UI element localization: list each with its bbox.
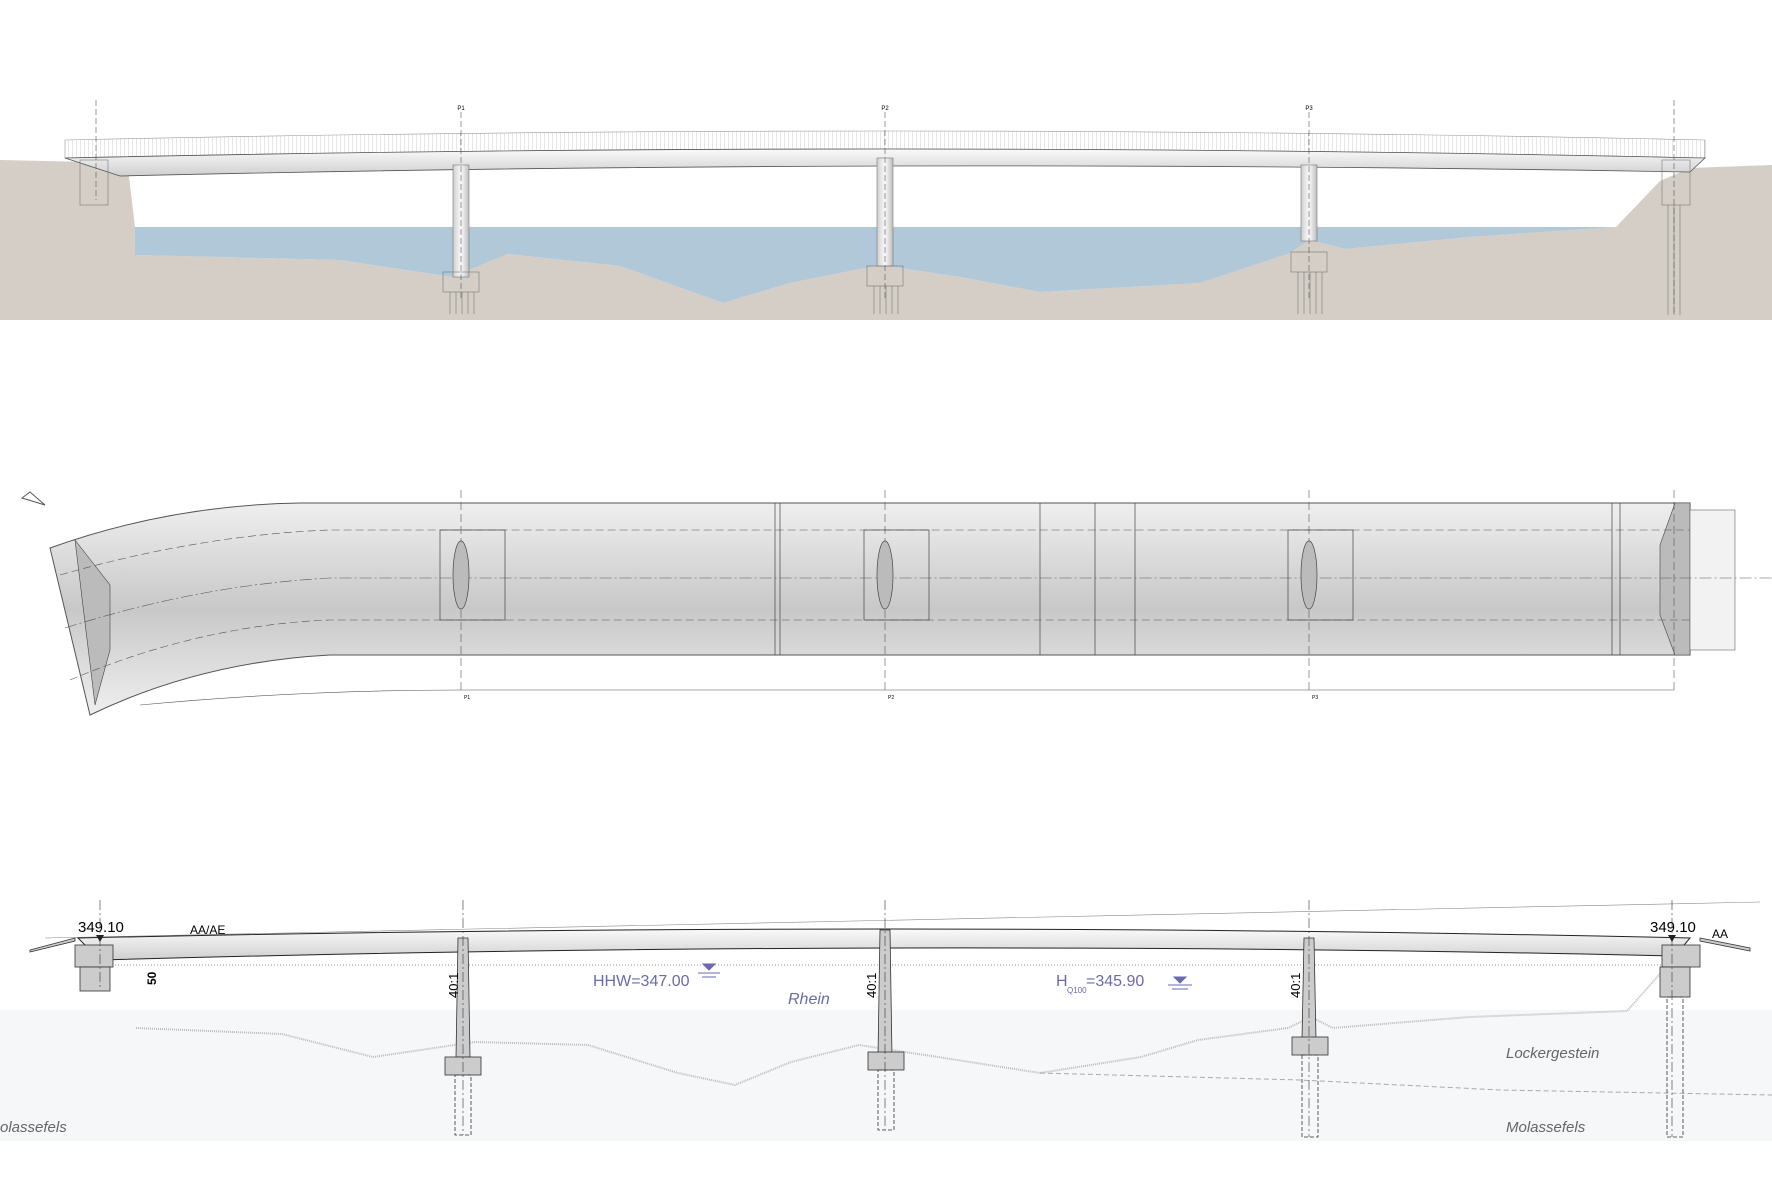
plan-pier-label-p2: P2 — [888, 695, 894, 701]
hhw-label: HHW=347.00 — [593, 973, 690, 990]
marker-right: AA — [1712, 927, 1728, 941]
soil-lower-label: Molassefels — [1506, 1119, 1586, 1136]
pier-label-p3: P3 — [1305, 106, 1313, 112]
hq100-sub: Q100 — [1067, 986, 1087, 995]
clearance-dim: 50 — [145, 971, 159, 985]
abutment-right-level: 349.10 — [1650, 919, 1696, 936]
pier-batter-p2: 40:1 — [864, 973, 879, 998]
river-water — [135, 227, 1616, 303]
elevation-view: P1 P2 P3 — [0, 100, 1772, 320]
pier-label-p1: P1 — [457, 106, 465, 112]
abutment-left-level: 349.10 — [78, 919, 124, 936]
abutment-left-plan — [74, 538, 111, 706]
river-label: Rhein — [788, 991, 830, 1008]
plan-pier-label-p1: P1 — [464, 695, 470, 701]
plan-view: P1 P2 P3 — [20, 490, 1772, 716]
abutment-right-plan — [1659, 502, 1691, 656]
pier-label-p2: P2 — [881, 106, 889, 112]
water-level-icon — [698, 963, 720, 978]
marker-left: AA/AE — [190, 923, 225, 937]
water-level-icon-2 — [1168, 976, 1192, 990]
soil-lower-label-left: olassefels — [0, 1119, 67, 1136]
longitudinal-section: 349.10 349.10 AA/AE AA 50 40:1 40:1 40:1… — [0, 900, 1772, 1141]
pier-batter-p1: 40:1 — [446, 973, 461, 998]
hq100-value: =345.90 — [1086, 973, 1144, 990]
deck-plan — [49, 502, 1691, 716]
rock-boundary — [1039, 1072, 1772, 1096]
soil-upper-label: Lockergestein — [1506, 1045, 1599, 1062]
north-arrow-icon — [20, 491, 46, 506]
plan-pier-label-p3: P3 — [1312, 695, 1318, 701]
pier-batter-p3: 40:1 — [1288, 973, 1303, 998]
hq100-prefix: H — [1056, 973, 1068, 990]
